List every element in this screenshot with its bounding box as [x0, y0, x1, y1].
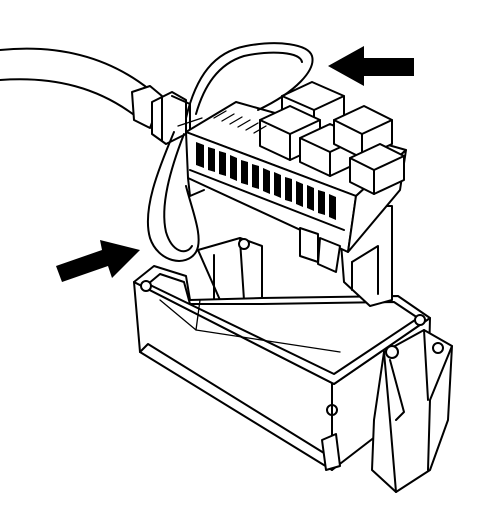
arrow-right-icon: [56, 240, 140, 282]
wiring-harness: [0, 47, 191, 145]
retaining-strap: [146, 42, 314, 262]
fuse-row-top: [213, 110, 267, 134]
fuse-slots-front: [196, 142, 336, 220]
lower-housing: [133, 237, 453, 493]
arrow-left-icon: [328, 46, 414, 86]
fuse-relay-block: [185, 81, 407, 307]
